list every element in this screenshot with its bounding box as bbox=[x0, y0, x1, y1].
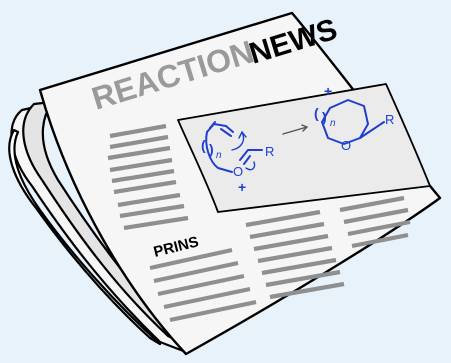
reactant-paren-left: ( bbox=[201, 137, 206, 153]
reactant-charge: + bbox=[238, 179, 246, 195]
reactant-substituent: R bbox=[265, 144, 274, 159]
product-paren-right: ) bbox=[322, 109, 327, 125]
reaction-arrow bbox=[282, 126, 308, 135]
product-charge: + bbox=[324, 83, 332, 99]
reactant-paren-right: ) bbox=[209, 141, 214, 157]
product-ring-index: n bbox=[330, 118, 336, 129]
article-text-lines bbox=[107, 123, 411, 323]
scheme-labels: ( ) n O R + ( ) n O R + bbox=[201, 83, 394, 195]
reaction-scheme bbox=[205, 99, 385, 173]
product-paren-left: ( bbox=[314, 105, 319, 121]
reactant-structure bbox=[205, 121, 263, 173]
reactant-oxygen: O bbox=[233, 164, 243, 179]
product-substituent: R bbox=[385, 112, 394, 127]
product-structure bbox=[321, 99, 385, 145]
product-oxygen: O bbox=[341, 138, 351, 153]
reactant-ring-index: n bbox=[216, 150, 222, 161]
